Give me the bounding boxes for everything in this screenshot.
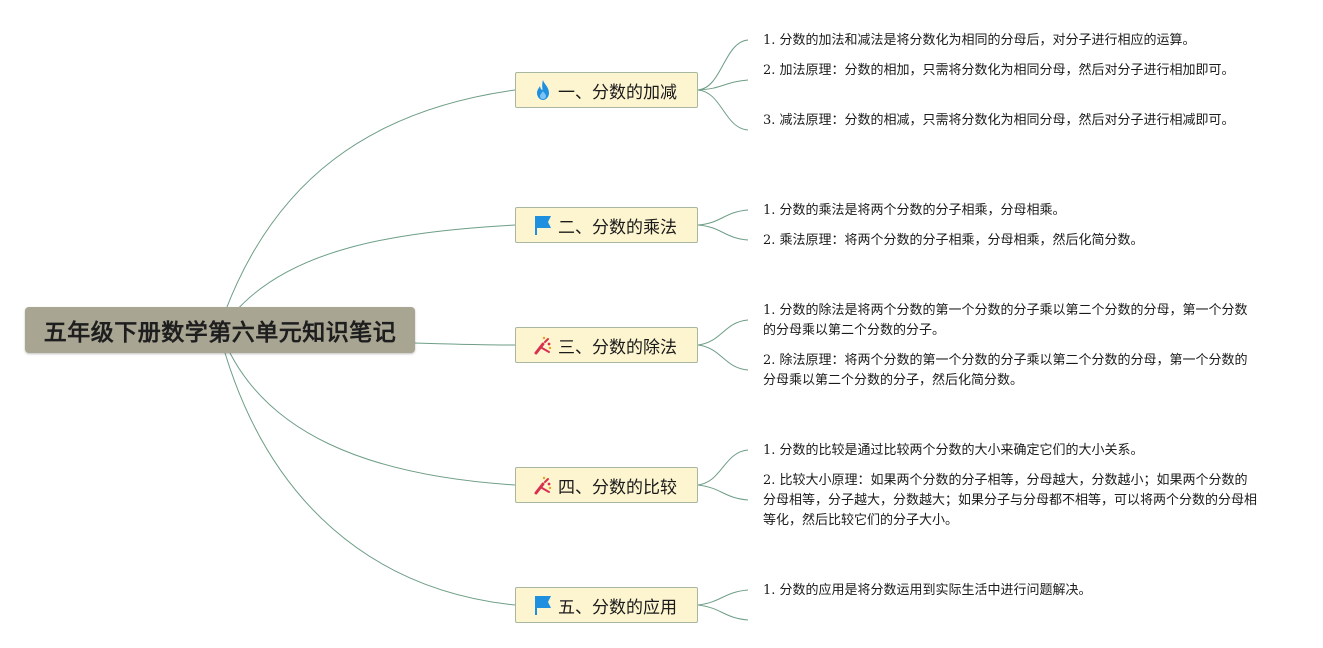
flame-icon [532,79,554,101]
leaf-topic[interactable]: 1. 分数的乘法是将两个分数的分子相乘，分母相乘。 [763,203,1066,218]
connector-branch-4-leaf-2 [697,484,749,501]
leaf-topic[interactable]: 2. 比较大小原理：如果两个分数的分子相等，分母越大，分数越小；如果两个分数的分… [763,473,1258,528]
branch-topic-application[interactable]: 五、分数的应用 [515,587,698,623]
central-topic[interactable]: 五年级下册数学第六单元知识笔记 [25,307,415,353]
branch-topic-label: 三、分数的除法 [558,337,677,358]
leaf-topic[interactable]: 2. 乘法原理：将两个分数的分子相乘，分母相乘，然后化简分数。 [763,233,1144,248]
branch-topic-label: 二、分数的乘法 [558,217,677,238]
connector-branch-2-leaf-2 [697,224,749,241]
connector-branch-5-leaf-1 [697,589,749,606]
leaf-topic[interactable]: 1. 分数的比较是通过比较两个分数的大小来确定它们的大小关系。 [763,443,1144,458]
branch-topic-division[interactable]: 三、分数的除法 [515,327,698,363]
connector-root-branch-2 [234,224,516,313]
flag-icon [532,214,554,236]
connector-root-branch-1 [224,89,516,313]
connector-root-branch-5 [224,352,516,606]
connector-root-branch-3 [414,342,516,346]
leaf-topic[interactable]: 1. 分数的除法是将两个分数的第一个分数的分子乘以第二个分数的分母，第一个分数的… [763,303,1248,338]
connector-branch-2-leaf-1 [697,209,749,226]
branch-topic-comparison[interactable]: 四、分数的比较 [515,467,698,503]
leaf-topic[interactable]: 1. 分数的应用是将分数运用到实际生活中进行问题解决。 [763,583,1092,598]
connector-branch-1-leaf-2 [697,79,749,91]
flag-icon [532,594,554,616]
connector-branch-5-leaf-2 [697,604,749,621]
leaf-topic[interactable]: 3. 减法原理：分数的相减，只需将分数化为相同分母，然后对分子进行相减即可。 [763,113,1235,128]
branch-topic-label: 四、分数的比较 [558,477,677,498]
connector-branch-3-leaf-2 [697,344,749,371]
party-popper-icon [532,334,554,356]
branch-topic-multiplication[interactable]: 二、分数的乘法 [515,207,698,243]
branch-topic-label: 一、分数的加减 [558,82,677,103]
connector-branch-4-leaf-1 [697,449,749,486]
leaf-topic[interactable]: 2. 除法原理：将两个分数的第一个分数的分子乘以第二个分数的分母，第一个分数的分… [763,353,1248,388]
central-topic-label: 五年级下册数学第六单元知识笔记 [43,320,397,346]
leaf-topic[interactable]: 2. 加法原理：分数的相加，只需将分数化为相同分母，然后对分子进行相加即可。 [763,63,1235,78]
branch-topic-addition-subtraction[interactable]: 一、分数的加减 [515,72,698,108]
leaf-topic[interactable]: 1. 分数的加法和减法是将分数化为相同的分母后，对分子进行相应的运算。 [763,33,1196,48]
branch-topic-label: 五、分数的应用 [558,597,677,618]
party-popper-icon [532,474,554,496]
connector-branch-1-leaf-1 [697,39,749,91]
connector-root-branch-4 [229,352,516,486]
connector-branch-1-leaf-3 [697,89,749,131]
connector-branch-3-leaf-1 [697,319,749,346]
